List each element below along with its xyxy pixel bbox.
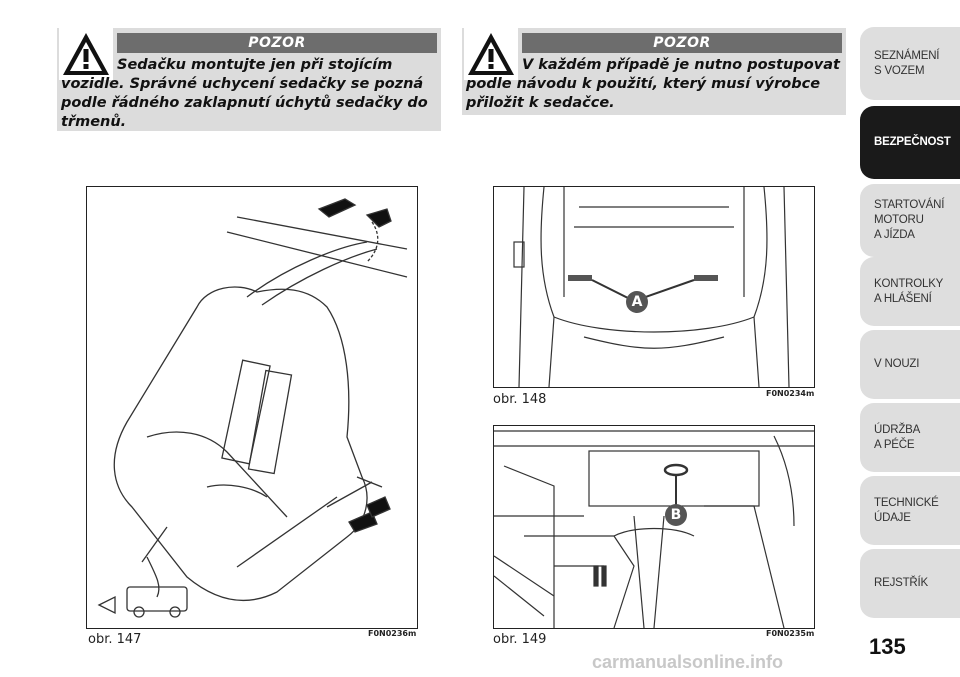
- warning-heading: POZOR: [522, 33, 842, 53]
- tab-bezpecnost[interactable]: BEZPEČNOST: [860, 106, 960, 179]
- callout-A: A: [626, 291, 648, 313]
- tab-v-nouzi[interactable]: V NOUZI: [860, 330, 960, 399]
- page-number: 135: [869, 634, 906, 659]
- figure-caption: obr. 147: [88, 632, 142, 647]
- figure-seat-belt: A: [493, 186, 815, 388]
- footer-watermark: carmanualsonline.info: [592, 652, 784, 672]
- figure-caption: obr. 149: [493, 632, 547, 647]
- figure-code: F0N0234m: [766, 389, 815, 398]
- figure-code: F0N0236m: [368, 629, 417, 638]
- warning-text: V každém případě je nutno postupovat pod…: [466, 57, 840, 111]
- figure-code: F0N0235m: [766, 629, 815, 638]
- warning-triangle-icon: [464, 28, 518, 80]
- figure-caption: obr. 148: [493, 392, 547, 407]
- warning-text: Sedačku montujte jen při stojícím vozidl…: [61, 57, 428, 130]
- warning-heading: POZOR: [117, 33, 437, 53]
- callout-B: B: [665, 504, 687, 526]
- warning-box-1: POZOR Sedačku montujte jen při stojícím …: [57, 28, 441, 131]
- tab-technicke[interactable]: TECHNICKÉ ÚDAJE: [860, 476, 960, 545]
- figure-child-seat: [86, 186, 418, 629]
- tab-rejstrik[interactable]: REJSTŘÍK: [860, 549, 960, 618]
- tab-udrzba[interactable]: ÚDRŽBA A PÉČE: [860, 403, 960, 472]
- figure-seat-anchor: B: [493, 425, 815, 629]
- warning-triangle-icon: [59, 28, 113, 80]
- tab-startovani[interactable]: STARTOVÁNÍ MOTORU A JÍZDA: [860, 184, 960, 257]
- warning-box-2: POZOR V každém případě je nutno postupov…: [462, 28, 846, 115]
- tab-kontrolky[interactable]: KONTROLKY A HLÁŠENÍ: [860, 257, 960, 326]
- tab-seznameni[interactable]: SEZNÁMENÍ S VOZEM: [860, 27, 960, 100]
